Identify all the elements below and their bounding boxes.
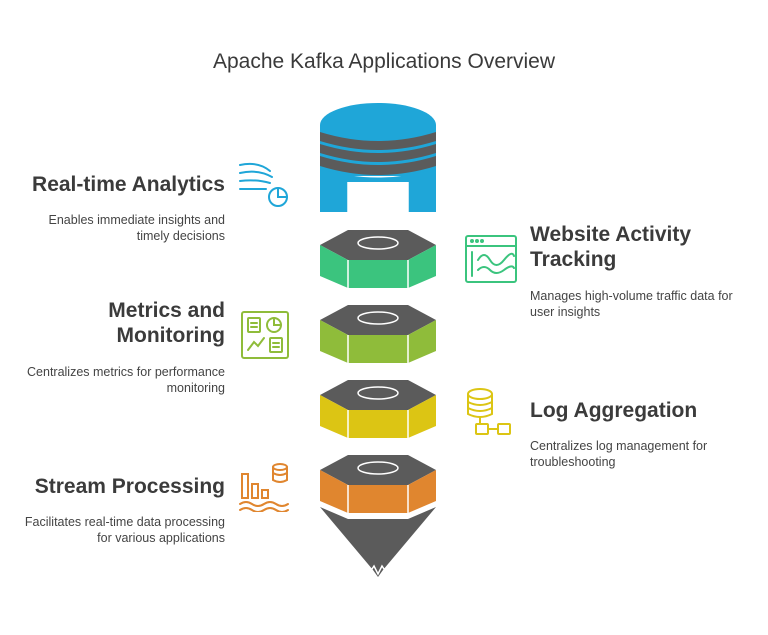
desc-realtime-analytics: Enables immediate insights and timely de…: [20, 212, 226, 244]
top-cylinder: [320, 103, 436, 212]
heading-log-aggregation: Log Aggregation: [530, 399, 698, 422]
dashboard-icon: [241, 311, 289, 359]
heading-website-activity: Website Activity Tracking: [530, 222, 750, 272]
heading-metrics-monitoring: Metrics and Monitoring: [20, 298, 225, 348]
hex-yellow: [320, 380, 436, 438]
desc-line: Enables immediate insights and: [48, 213, 226, 227]
stream-processing-icon: [239, 463, 289, 512]
heading-line: Monitoring: [116, 324, 225, 347]
hex-green: [320, 230, 436, 288]
heading-stream-processing: Stream Processing: [34, 475, 225, 498]
desc-line: Manages high-volume traffic data for: [530, 289, 733, 303]
heading-line: Metrics and: [108, 299, 225, 322]
desc-line: timely decisions: [136, 229, 225, 243]
desc-line: Centralizes metrics for performance: [27, 365, 225, 379]
diagram-title: Apache Kafka Applications Overview: [212, 50, 556, 73]
analytics-icon: [239, 162, 288, 207]
desc-line: Facilitates real-time data processing: [24, 515, 225, 529]
browser-activity-icon: [465, 235, 517, 283]
desc-log-aggregation: Centralizes log management for troublesh…: [530, 438, 750, 470]
heading-line: Website Activity: [530, 223, 692, 246]
heading-realtime-analytics: Real-time Analytics: [32, 173, 225, 196]
heading-line: Tracking: [530, 248, 617, 271]
desc-website-activity: Manages high-volume traffic data for use…: [530, 288, 760, 320]
hex-lime: [320, 305, 436, 363]
desc-metrics-monitoring: Centralizes metrics for performance moni…: [10, 364, 225, 396]
desc-line: user insights: [530, 305, 601, 319]
desc-line: for various applications: [97, 531, 225, 545]
hex-orange-cone: [320, 455, 436, 577]
desc-stream-processing: Facilitates real-time data processing fo…: [10, 514, 225, 546]
desc-line: troubleshooting: [530, 455, 616, 469]
database-logs-icon: [467, 388, 511, 435]
desc-line: Centralizes log management for: [530, 439, 708, 453]
desc-line: monitoring: [166, 381, 225, 395]
